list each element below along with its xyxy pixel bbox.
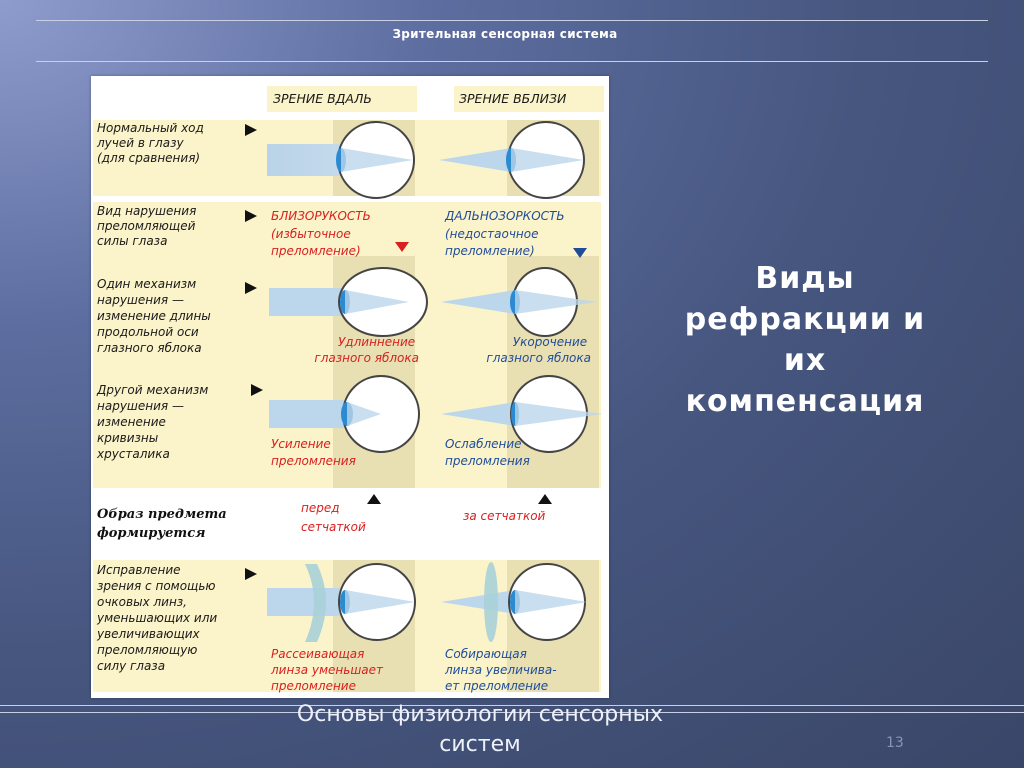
page-number: 13: [886, 735, 904, 751]
shortening-label: Укорочение глазного яблока: [486, 335, 591, 365]
behind-retina-label: за сетчаткой: [463, 509, 546, 523]
up-triangle-icon: [538, 494, 552, 504]
eye-weak-lens: [441, 375, 603, 453]
footer-rule: [0, 705, 1024, 706]
image-forms-label: Образ предмета формируется: [97, 507, 231, 541]
refraction-diagram: ЗРЕНИЕ ВДАЛЬ ЗРЕНИЕ ВБЛИЗИ Нормальный хо…: [93, 86, 604, 693]
myopia-label: БЛИЗОРУКОСТЬ (избыточное преломление): [271, 209, 375, 258]
hyperopia-label: ДАЛЬНОЗОРКОСТЬ (недостаочное преломление…: [444, 209, 568, 258]
arrow-icon: [245, 282, 257, 294]
up-triangle-icon: [367, 494, 381, 504]
header-bg-near: [454, 86, 604, 112]
eye-strong-lens: [269, 375, 420, 453]
weaker-refraction-label: Ослабление преломления: [445, 437, 530, 468]
eye-elongated: [269, 267, 428, 337]
stronger-refraction-label: Усиление преломления: [271, 437, 356, 468]
arrow-icon: [251, 384, 263, 396]
arrow-icon: [245, 568, 257, 580]
eye-shortened: [441, 267, 597, 337]
row-axis-label: Один механизм нарушения — изменение длин…: [97, 277, 215, 355]
row-correction-label: Исправление зрения с помощью очковых лин…: [96, 563, 221, 673]
header-far-vision: ЗРЕНИЕ ВДАЛЬ: [273, 91, 372, 106]
row-normal-label: Нормальный ход лучей в глазу (для сравне…: [96, 121, 208, 165]
arrow-icon: [245, 210, 257, 222]
down-triangle-icon: [573, 248, 587, 258]
top-rule: [36, 20, 988, 21]
row-lens-label: Другой механизм нарушения — изменение кр…: [96, 383, 212, 461]
row-type-label: Вид нарушения преломляющей силы глаза: [97, 204, 200, 248]
eye-converging-lens: [441, 562, 587, 642]
slide-title: Виды рефракции и их компенсация: [684, 261, 926, 419]
slide-header-title: Зрительная сенсорная система: [392, 27, 618, 41]
elongation-label: Удлиннение глазного яблока: [314, 335, 419, 365]
arrow-icon: [245, 124, 257, 136]
converging-lens-label: Собирающая линза увеличива- ет преломлен…: [444, 647, 560, 693]
header-underline: [36, 61, 988, 62]
diverging-lens-label: Рассеивающая линза уменьшает преломление: [270, 647, 387, 693]
header-bg-far: [267, 86, 417, 112]
eye-normal-near: [439, 121, 585, 199]
before-retina-label: перед сетчаткой: [301, 501, 366, 534]
eye-diverging-lens: [267, 563, 416, 642]
header-near-vision: ЗРЕНИЕ ВБЛИЗИ: [459, 91, 567, 106]
footer-rule: [0, 712, 1024, 713]
footer-text: Основы физиологии сенсорных систем: [296, 702, 664, 757]
eye-normal-far: [267, 121, 415, 199]
refraction-figure: ЗРЕНИЕ ВДАЛЬ ЗРЕНИЕ ВБЛИЗИ Нормальный хо…: [91, 76, 609, 698]
down-triangle-icon: [395, 242, 409, 252]
